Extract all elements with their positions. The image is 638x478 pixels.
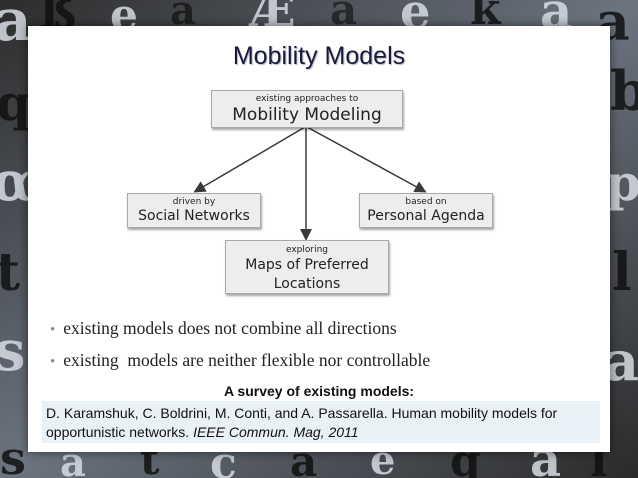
svg-text:b: b (610, 59, 638, 123)
box-label: Personal Agenda (367, 208, 485, 224)
citation-venue: IEEE Commun. Mag, 2011 (193, 424, 359, 440)
citation-text: D. Karamshuk, C. Boldrini, M. Conti, and… (46, 405, 558, 440)
box-label: Social Networks (138, 208, 250, 224)
svg-text:q: q (0, 73, 31, 132)
svg-text:l: l (612, 242, 632, 303)
box-label-line2: Locations (273, 276, 341, 292)
svg-text:s: s (0, 318, 26, 384)
survey-heading: A survey of existing models: (223, 383, 415, 399)
arrow-to-personal-agenda (306, 126, 427, 193)
box-label-line1: Maps of Preferred (245, 257, 369, 273)
diagram-connectors (193, 126, 427, 241)
bullet-item: • existing models are neither flexible no… (50, 348, 430, 380)
bullet-text: existing models are neither flexible nor… (63, 350, 431, 370)
bullet-list: • existing models does not combine all di… (50, 316, 430, 380)
box-caption: based on (405, 197, 447, 207)
bullet-item: • existing models does not combine all di… (50, 316, 430, 348)
box-label: Mobility Modeling (232, 105, 382, 125)
svg-text:a: a (0, 0, 32, 54)
svg-text:α: α (0, 149, 34, 213)
box-caption: exploring (285, 245, 329, 255)
box-caption: existing approaches to (255, 94, 359, 104)
box-preferred-locations: exploring Maps of Preferred Locations (225, 240, 389, 294)
bullet-dot-icon: • (50, 322, 56, 338)
box-social-networks: driven by Social Networks (127, 193, 261, 228)
box-mobility-modeling: existing approaches to Mobility Modeling (211, 90, 403, 128)
bullet-text: existing models does not combine all dir… (63, 318, 397, 338)
svg-text:p: p (606, 153, 638, 212)
box-caption: driven by (172, 197, 216, 207)
svg-text:s: s (0, 431, 26, 478)
slide-title: Mobility Models (232, 42, 406, 70)
arrow-to-social-networks (193, 126, 306, 193)
bullet-dot-icon: • (50, 354, 56, 370)
citation-box: D. Karamshuk, C. Boldrini, M. Conti, and… (42, 401, 600, 443)
slide: Mobility Models existing approaches to M… (28, 26, 610, 452)
box-personal-agenda: based on Personal Agenda (359, 193, 493, 228)
svg-text:t: t (0, 242, 20, 303)
